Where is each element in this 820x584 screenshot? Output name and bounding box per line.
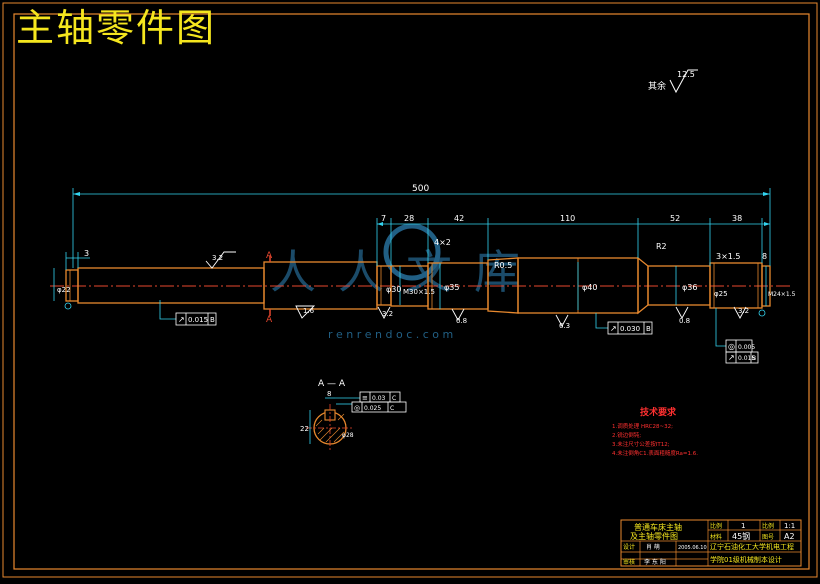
tb-drawing-name-1: 普通车床主轴	[634, 522, 682, 532]
dim-52: 52	[670, 214, 680, 223]
tolerance-left: ↗ 0.015 B	[159, 300, 217, 326]
tol-left-symbol: ↗	[178, 315, 185, 324]
tol-mid-datum: B	[646, 325, 651, 333]
dim-phi35: φ35	[444, 283, 459, 292]
section-mark-a-bottom: A	[266, 315, 273, 325]
tb-school-2: 学院01级机械制本设计	[710, 555, 782, 564]
rest-value: 12.5	[677, 70, 695, 79]
sec-tol1-datum: C	[392, 395, 396, 402]
datum-markers	[64, 302, 766, 317]
tol-left-datum: B	[210, 316, 215, 324]
tech-item-3: 3.未注尺寸公差按IT12;	[612, 440, 670, 448]
tb-scale-value: 1:1	[784, 522, 795, 530]
dim-fillet-r: R2	[656, 242, 667, 251]
dim-groove-r: R0.5	[494, 261, 512, 270]
inner-frame	[13, 13, 810, 570]
tolerance-right: ◎ 0.005 ↗ 0.015 B	[715, 308, 759, 364]
tb-ratio-label: 比例	[710, 522, 722, 530]
dim-chamfer-right: 3×1.5	[716, 252, 741, 261]
tb-material-label: 材料	[710, 533, 722, 541]
dim-8: 8	[762, 252, 767, 261]
sec-tol2-symbol: ◎	[354, 404, 360, 412]
sec-tol1-value: 0.03	[372, 395, 386, 402]
sf-section-a: 1.6	[303, 307, 315, 315]
section-dim-dia: φ28	[342, 432, 354, 439]
tol-left-value: 0.015	[188, 316, 208, 324]
section-dim-depth: 22	[300, 425, 309, 433]
dim-m30: M30×1.5	[403, 288, 435, 296]
dim-phi25: φ25	[714, 290, 728, 298]
sec-tol2-datum: C	[390, 405, 394, 412]
surface-finish-rest: 其余 12.5	[648, 69, 698, 94]
tech-item-2: 2.锐边倒钝;	[612, 431, 641, 439]
surface-finish-symbols	[205, 251, 747, 327]
dim-28: 28	[404, 214, 414, 223]
tech-heading: 技术要求	[640, 406, 677, 418]
page-title: 主轴零件图	[16, 6, 217, 50]
tol-mid-symbol: ↗	[610, 324, 617, 333]
watermark-text: 人人文库	[270, 245, 542, 299]
tb-sheet-label: 图号	[762, 534, 774, 541]
dim-chamfer-left: 4×2	[434, 238, 451, 247]
section-dim-width: 8	[327, 390, 331, 398]
tolerance-mid: ↗ 0.030 B	[595, 313, 653, 335]
tech-item-1: 1.调质处理 HRC28~32;	[612, 422, 673, 430]
watermark-logo	[383, 223, 441, 281]
tb-ratio-value: 1	[741, 522, 745, 530]
sf-left-shaft: 3.2	[212, 254, 223, 262]
sec-tol2-value: 0.025	[364, 405, 381, 412]
section-view-label: A — A	[318, 379, 346, 389]
dim-phi30: φ30	[386, 285, 401, 294]
title-block: 普通车床主轴 及主轴零件图 比例 1 比例 1:1 材料 45钢 图号 A2 设…	[620, 519, 802, 567]
dim-3-left: 3	[84, 249, 89, 258]
dimension-arrows	[73, 192, 770, 226]
tb-material-value: 45钢	[732, 531, 750, 541]
tol-mid-value: 0.030	[620, 325, 640, 333]
dimension-lines	[53, 188, 771, 310]
tb-designer-value: 肖 萌	[646, 543, 660, 551]
tb-checker-label: 审核	[623, 558, 635, 566]
dim-42: 42	[454, 214, 464, 223]
dim-7: 7	[381, 214, 386, 223]
rest-label: 其余	[648, 80, 666, 92]
watermark: 人人文库 r e n r e n d o c . c o m	[270, 223, 542, 341]
tb-checker-value: 李 东 阳	[644, 558, 666, 566]
tol-right2-symbol: ↗	[728, 353, 735, 362]
dim-phi36: φ36	[682, 283, 697, 292]
watermark-url: r e n r e n d o c . c o m	[328, 328, 453, 341]
sec-tol1-symbol: ≡	[362, 394, 368, 402]
dim-110: 110	[560, 214, 575, 223]
tol-right1-symbol: ◎	[728, 342, 735, 351]
surface-finish-values: 3.2 1.6 3.2 0.8 6.3 0.8 3.2	[212, 254, 749, 330]
sf-mid-face: 6.3	[559, 322, 570, 330]
tol-right2-datum: B	[752, 355, 756, 362]
tb-drawing-name-2: 及主轴零件图	[630, 531, 678, 541]
dim-overall: 500	[412, 184, 429, 194]
sf-bearing-left: 3.2	[382, 310, 393, 318]
dim-38: 38	[732, 214, 742, 223]
technical-requirements: 技术要求 1.调质处理 HRC28~32; 2.锐边倒钝; 3.未注尺寸公差按I…	[612, 406, 698, 457]
tol-right1-value: 0.005	[738, 344, 755, 351]
tol-right2-value: 0.015	[738, 355, 755, 362]
sf-right-shaft: 3.2	[738, 307, 749, 315]
dim-left-dia: φ22	[57, 286, 71, 294]
dim-m24: M24×1.5	[768, 291, 796, 298]
tb-date-value: 2005.06.10	[678, 545, 707, 551]
dim-phi40: φ40	[582, 283, 597, 292]
tb-sheet-value: A2	[784, 532, 795, 541]
sf-bearing-right: 0.8	[456, 317, 467, 325]
tb-school-1: 辽宁石油化工大学机电工程	[710, 542, 794, 551]
section-view-a-a: A — A 8 22 φ28	[300, 379, 407, 452]
tech-item-4: 4.未注倒角C1.表面粗糙度Ra=1.6.	[612, 449, 698, 457]
tb-designer-label: 设计	[623, 543, 635, 551]
sf-right-end: 0.8	[679, 317, 690, 325]
tb-scale-label: 比例	[762, 522, 774, 530]
